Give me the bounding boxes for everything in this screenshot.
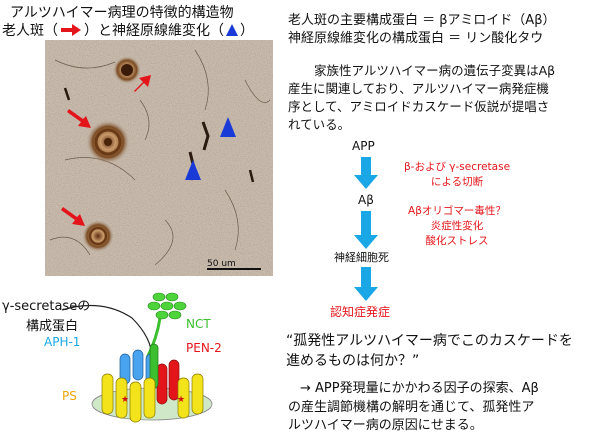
svg-text:★: ★ [121, 395, 129, 405]
svg-text:★: ★ [177, 395, 185, 405]
tangle-triangle-1 [220, 117, 236, 137]
complex-title-line1: γ-secretaseの [2, 299, 90, 314]
cascade-step-abeta: Aβ [358, 193, 374, 207]
label-aph1: APH-1 [44, 335, 80, 349]
label-nct: NCT [186, 317, 211, 331]
amyloid-cascade-flow: APP Aβ 神経細胞死 認知症発症 β-および γ-secretase による… [300, 135, 600, 325]
paragraph-line: 産生に関連しており、アルツハイマー病発症機 [288, 81, 549, 96]
legend-line: 老人斑（ ）と神経原線維変化（ ） [2, 20, 254, 40]
question-line-1: “孤発性アルツハイマー病でこのカスケードを [286, 333, 573, 349]
plaque-arrow-1 [134, 75, 151, 92]
cascade-step-neuron-death: 神経細胞死 [334, 251, 389, 264]
paragraph-line: 序として、アミロイドカスケード仮説が提唱さ [288, 99, 550, 114]
paragraph-line: れている。 [288, 117, 351, 132]
plaque-legend-label: 老人斑（ [2, 23, 58, 39]
paragraph-line: 家族性アルツハイマー病の遺伝子変異はAβ [314, 63, 556, 78]
legend-close: ） [240, 23, 254, 39]
note-line: 酸化ストレス [425, 235, 489, 247]
down-arrow-icon [354, 211, 378, 249]
down-arrow-icon [354, 157, 378, 189]
answer-line-2: の産生調節機構の解明を通じて、孤発性ア [288, 400, 535, 415]
complex-title-line2: 構成蛋白 [26, 318, 78, 334]
question-line-2: 進めるものは何か？” [286, 353, 420, 369]
gamma-secretase-diagram: γ-secretaseの 構成蛋白 ★ ★ NC [2, 278, 284, 441]
note-line: による切断 [430, 176, 484, 188]
label-ps: PS [62, 389, 77, 403]
cascade-step-app: APP [352, 139, 375, 153]
tangle-triangle-2 [185, 160, 201, 180]
cascade-paragraph: 家族性アルツハイマー病の遺伝子変異はAβ 産生に関連しており、アルツハイマー病発… [288, 62, 596, 134]
plaque-arrow-3 [61, 207, 85, 226]
tangle-legend-label: ）と神経原線維変化（ [84, 23, 224, 39]
plaque-arrow-2 [67, 109, 91, 128]
cleavage-note: β-および γ-secretase による切断 [392, 159, 522, 189]
toxicity-note: Aβオリゴマー毒性？ 炎症性変化 酸化ストレス [392, 203, 522, 248]
cascade-step-dementia: 認知症発症 [330, 305, 391, 319]
note-line: Aβオリゴマー毒性？ [408, 205, 506, 217]
fact-plaque-protein: 老人斑の主要構成蛋白 ＝ βアミロイド（Aβ） [288, 13, 556, 28]
scale-bar-label: 50 um [207, 259, 236, 269]
red-arrow-icon [61, 24, 81, 36]
figure-title: アルツハイマー病理の特徴的構造物 [10, 5, 234, 21]
answer-line-3: ルツハイマー病の原因にせまる。 [288, 418, 483, 433]
blue-triangle-icon [226, 24, 238, 36]
note-line: 炎症性変化 [430, 220, 484, 232]
fact-tangle-protein: 神経原線維変化の構成蛋白 ＝ リン酸化タウ [288, 31, 544, 46]
note-line: β-および γ-secretase [403, 161, 511, 173]
down-arrow-icon [354, 267, 378, 301]
answer-line-1: → APP発現量にかかわる因子の探索、Aβ [300, 381, 539, 396]
label-pen2: PEN-2 [186, 341, 222, 355]
histology-micrograph: 50 um [45, 40, 273, 276]
